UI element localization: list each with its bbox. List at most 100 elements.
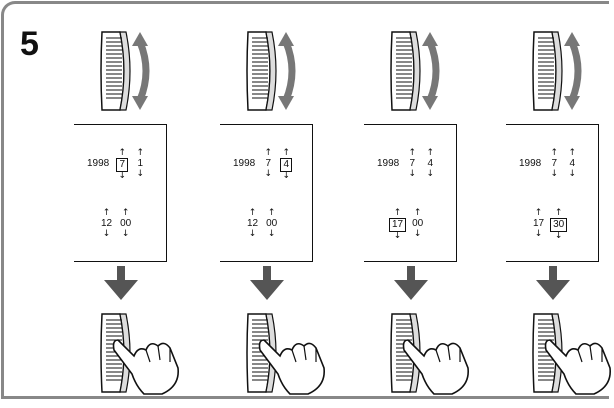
field-minute: ↑ 00 ↓ — [410, 209, 425, 241]
up-arrow-icon: ↑ — [102, 208, 111, 218]
up-arrow-icon: ↑ — [426, 148, 435, 158]
step-column-3: ↑ 1998 ↓ ↑ 7 ↓ ↑ 4 ↓ ↑ 17 ↓ ↑ 00 ↓ — [364, 0, 494, 408]
date-row: ↑ 1998 ↓ ↑ 7 ↓ ↑ 1 ↓ — [85, 149, 151, 181]
display-screen: ↑ 1998 ↓ ↑ 7 ↓ ↑ 4 ↓ ↑ 12 ↓ ↑ 00 ↓ — [220, 124, 313, 262]
down-arrow-icon: ↓ — [408, 169, 417, 179]
value-minute: 00 — [412, 218, 424, 229]
down-arrow-icon — [250, 266, 284, 300]
step-column-4: ↑ 1998 ↓ ↑ 7 ↓ ↑ 4 ↓ ↑ 17 ↓ ↑ 30 ↓ — [506, 0, 614, 408]
up-arrow-icon: ↑ — [118, 148, 127, 158]
dial-rotate-icon — [246, 31, 296, 111]
up-arrow-icon: ↑ — [568, 148, 577, 158]
up-arrow-icon: ↑ — [554, 208, 563, 218]
field-month: ↑ 7 ↓ — [261, 149, 275, 181]
value-day: 4 — [280, 158, 293, 172]
value-day: 4 — [569, 158, 576, 169]
field-day: ↑ 1 ↓ — [133, 149, 147, 181]
field-minute: ↑ 30 ↓ — [550, 208, 568, 241]
value-hour: 12 — [247, 218, 259, 229]
value-day: 1 — [137, 158, 144, 169]
field-year: ↑ 1998 ↓ — [375, 149, 401, 179]
down-arrow-icon: ↓ — [282, 171, 291, 181]
field-hour: ↑ 17 ↓ — [531, 209, 546, 241]
field-hour: ↑ 12 ↓ — [99, 209, 114, 239]
down-arrow-icon: ↓ — [121, 229, 130, 239]
dial-press-hand-icon — [100, 313, 179, 395]
up-arrow-icon: ↑ — [136, 148, 145, 158]
value-month: 7 — [265, 158, 272, 169]
field-year: ↑ 1998 ↓ — [517, 149, 543, 179]
field-day: ↑ 4 ↓ — [279, 149, 293, 181]
value-minute: 30 — [550, 218, 568, 232]
field-day: ↑ 4 ↓ — [565, 149, 579, 179]
up-arrow-icon: ↑ — [248, 208, 257, 218]
value-month: 7 — [409, 158, 416, 169]
value-hour: 12 — [101, 218, 113, 229]
down-arrow-icon: ↓ — [550, 169, 559, 179]
field-minute: ↑ 00 ↓ — [264, 209, 279, 239]
up-arrow-icon: ↑ — [121, 208, 130, 218]
down-arrow-icon: ↓ — [554, 231, 563, 241]
year-value: 1998 — [377, 158, 400, 169]
up-arrow-icon: ↑ — [267, 208, 276, 218]
value-day: 4 — [427, 158, 434, 169]
up-arrow-icon: ↑ — [534, 208, 543, 218]
up-arrow-icon: ↑ — [264, 148, 273, 158]
step-column-1: ↑ 1998 ↓ ↑ 7 ↓ ↑ 1 ↓ ↑ 12 ↓ ↑ 00 ↓ — [74, 0, 204, 408]
field-day: ↑ 4 ↓ — [423, 149, 437, 179]
down-arrow-icon: ↓ — [568, 169, 577, 179]
down-arrow-icon: ↓ — [136, 169, 145, 179]
down-arrow-icon: ↓ — [413, 229, 422, 239]
value-month: 7 — [551, 158, 558, 169]
down-arrow-icon: ↓ — [534, 229, 543, 239]
down-arrow-icon — [536, 266, 570, 300]
year-value: 1998 — [519, 158, 542, 169]
down-arrow-icon: ↓ — [426, 169, 435, 179]
down-arrow-icon: ↓ — [102, 229, 111, 239]
down-arrow-icon: ↓ — [248, 229, 257, 239]
up-arrow-icon: ↑ — [282, 148, 291, 158]
down-arrow-icon — [104, 266, 138, 300]
field-year: ↑ 1998 ↓ — [231, 149, 257, 181]
field-year: ↑ 1998 ↓ — [85, 149, 111, 181]
display-screen: ↑ 1998 ↓ ↑ 7 ↓ ↑ 4 ↓ ↑ 17 ↓ ↑ 30 ↓ — [506, 124, 599, 262]
time-row: ↑ 17 ↓ ↑ 30 ↓ — [531, 209, 571, 241]
value-minute: 00 — [120, 218, 132, 229]
field-month: ↑ 7 ↓ — [405, 149, 419, 179]
year-value: 1998 — [87, 158, 110, 169]
value-minute: 00 — [266, 218, 278, 229]
display-screen: ↑ 1998 ↓ ↑ 7 ↓ ↑ 1 ↓ ↑ 12 ↓ ↑ 00 ↓ — [74, 124, 167, 262]
value-hour: 17 — [533, 218, 545, 229]
dial-rotate-icon — [100, 31, 150, 111]
dial-rotate-icon — [390, 31, 440, 111]
field-minute: ↑ 00 ↓ — [118, 209, 133, 239]
value-month: 7 — [116, 158, 129, 172]
date-row: ↑ 1998 ↓ ↑ 7 ↓ ↑ 4 ↓ — [375, 149, 441, 179]
field-hour: ↑ 12 ↓ — [245, 209, 260, 239]
step-number: 5 — [20, 25, 39, 63]
down-arrow-icon — [394, 266, 428, 300]
up-arrow-icon: ↑ — [413, 208, 422, 218]
dial-press-hand-icon — [390, 313, 469, 395]
dial-press-hand-icon — [532, 313, 611, 395]
down-arrow-icon: ↓ — [264, 169, 273, 179]
time-row: ↑ 12 ↓ ↑ 00 ↓ — [245, 209, 283, 239]
up-arrow-icon: ↑ — [550, 148, 559, 158]
date-row: ↑ 1998 ↓ ↑ 7 ↓ ↑ 4 ↓ — [517, 149, 583, 179]
instruction-frame — [1, 1, 609, 399]
field-month: ↑ 7 ↓ — [547, 149, 561, 179]
field-hour: ↑ 17 ↓ — [389, 208, 407, 241]
down-arrow-icon: ↓ — [267, 229, 276, 239]
time-row: ↑ 12 ↓ ↑ 00 ↓ — [99, 209, 137, 239]
up-arrow-icon: ↑ — [393, 208, 402, 218]
down-arrow-icon: ↓ — [118, 171, 127, 181]
display-screen: ↑ 1998 ↓ ↑ 7 ↓ ↑ 4 ↓ ↑ 17 ↓ ↑ 00 ↓ — [364, 124, 457, 262]
dial-rotate-icon — [532, 31, 582, 111]
time-row: ↑ 17 ↓ ↑ 00 ↓ — [389, 209, 429, 241]
field-month: ↑ 7 ↓ — [115, 149, 129, 181]
year-value: 1998 — [233, 158, 256, 169]
up-arrow-icon: ↑ — [408, 148, 417, 158]
dial-press-hand-icon — [246, 313, 325, 395]
date-row: ↑ 1998 ↓ ↑ 7 ↓ ↑ 4 ↓ — [231, 149, 297, 181]
down-arrow-icon: ↓ — [393, 231, 402, 241]
